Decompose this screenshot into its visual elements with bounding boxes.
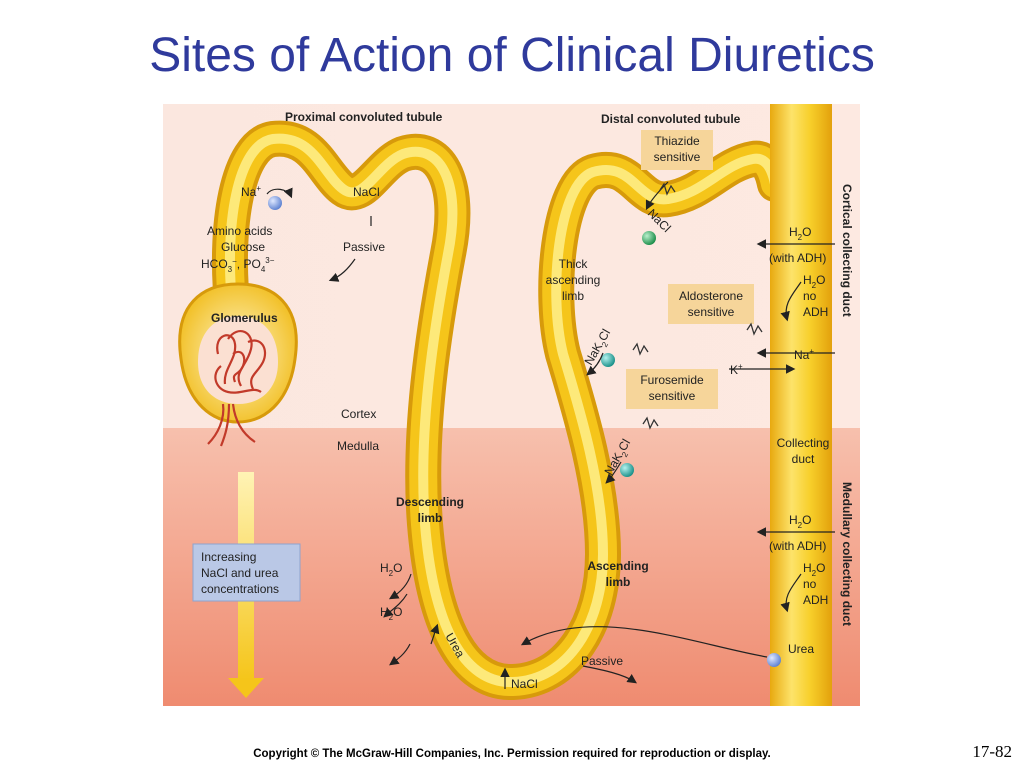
label-aldo-2: sensitive xyxy=(688,305,735,319)
label-h2o-6: H2O xyxy=(380,605,402,622)
label-na: Na+ xyxy=(241,184,261,199)
slide-number: 17-82 xyxy=(972,742,1012,761)
label-h2o-4: H2O xyxy=(803,561,825,578)
label-asc-1: Ascending xyxy=(587,559,648,573)
label-adh-1: ADH xyxy=(803,305,828,319)
label-medulla: Medulla xyxy=(337,439,379,453)
label-hco-po: HCO3−, PO43− xyxy=(201,256,275,274)
label-thick-2: ascending xyxy=(546,273,601,287)
label-thiazide-2: sensitive xyxy=(654,150,701,164)
increasing-box xyxy=(192,543,301,602)
label-k-right: K+ xyxy=(730,362,743,377)
label-h2o-1: H2O xyxy=(789,225,811,242)
label-increasing-3: concentrations xyxy=(201,582,279,596)
label-nacl-top: NaCl xyxy=(353,185,380,199)
label-cortical-duct: Cortical collecting duct xyxy=(840,184,854,317)
nephron-svg: Proximal convoluted tubule Distal convol… xyxy=(163,104,860,706)
na-transporter-ball xyxy=(268,196,282,210)
urea-transporter-ball xyxy=(767,653,781,667)
label-glomerulus: Glomerulus xyxy=(211,311,278,325)
nacl-transporter-ball xyxy=(642,231,656,245)
label-with-adh-2: (with ADH) xyxy=(769,539,826,553)
label-h2o-2: H2O xyxy=(803,273,825,290)
label-no-1: no xyxy=(803,289,817,303)
aldosterone-box xyxy=(668,284,754,324)
label-desc-2: limb xyxy=(418,511,443,525)
label-increasing-2: NaCl and urea xyxy=(201,566,279,580)
label-increasing-1: Increasing xyxy=(201,550,256,564)
label-furo-2: sensitive xyxy=(649,389,696,403)
label-passive-top: Passive xyxy=(343,240,385,254)
label-proximal: Proximal convoluted tubule xyxy=(285,110,443,124)
thiazide-box xyxy=(641,130,713,170)
label-medullary-duct: Medullary collecting duct xyxy=(840,482,854,626)
label-thick-1: Thick xyxy=(559,257,589,271)
label-passive-bottom: Passive xyxy=(581,654,623,668)
label-distal: Distal convoluted tubule xyxy=(601,112,741,126)
label-thiazide-1: Thiazide xyxy=(654,134,700,148)
label-na-right: Na+ xyxy=(794,347,814,362)
label-asc-2: limb xyxy=(606,575,631,589)
label-thick-3: limb xyxy=(562,289,584,303)
nak2cl-transporter-ball-1 xyxy=(601,353,615,367)
nephron-diagram: Proximal convoluted tubule Distal convol… xyxy=(163,104,860,706)
label-h2o-3: H2O xyxy=(789,513,811,530)
flow-arrows xyxy=(266,181,835,689)
label-desc-1: Descending xyxy=(396,495,464,509)
label-glucose: Glucose xyxy=(221,240,265,254)
label-collecting-1: Collecting xyxy=(777,436,830,450)
label-aldo-1: Aldosterone xyxy=(679,289,743,303)
label-furo-1: Furosemide xyxy=(640,373,704,387)
furosemide-box xyxy=(626,369,718,409)
label-h2o-5: H2O xyxy=(380,561,402,578)
label-collecting-2: duct xyxy=(792,452,815,466)
label-amino: Amino acids xyxy=(207,224,272,238)
nephron-tubule xyxy=(211,120,793,700)
nak2cl-transporter-ball-2 xyxy=(620,463,634,477)
slide-title: Sites of Action of Clinical Diuretics xyxy=(149,29,875,82)
label-nacl-bottom: NaCl xyxy=(511,677,538,691)
copyright-notice: Copyright © The McGraw-Hill Companies, I… xyxy=(253,748,771,760)
glomerulus-capillaries xyxy=(207,330,267,447)
bowmans-capsule xyxy=(178,282,298,424)
label-cortex: Cortex xyxy=(341,407,376,421)
label-adh-2: ADH xyxy=(803,593,828,607)
inhibition-marks xyxy=(632,182,763,430)
collecting-duct xyxy=(770,104,832,706)
label-with-adh-1: (with ADH) xyxy=(769,251,826,265)
label-no-2: no xyxy=(803,577,817,591)
label-urea-right: Urea xyxy=(788,642,814,656)
